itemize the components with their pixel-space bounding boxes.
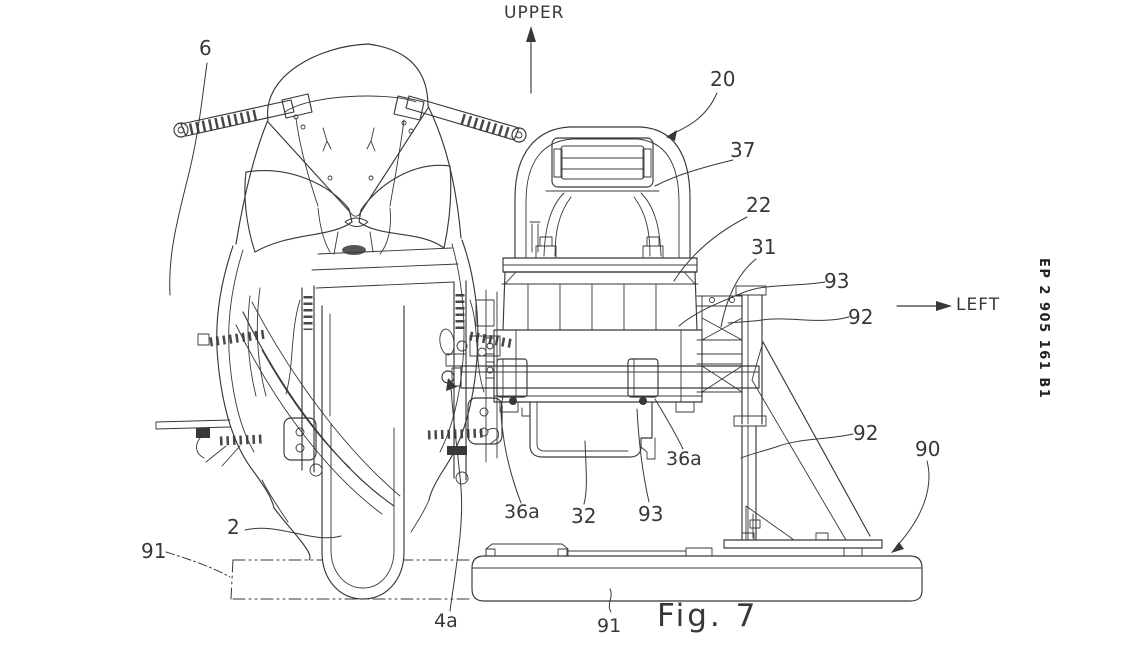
base-plate-drawing [471, 543, 923, 602]
brake-caliper-left [283, 417, 317, 461]
engine-unit-drawing [441, 126, 760, 460]
ref-label-36a-left: 36a [504, 501, 540, 523]
ref-label-93-lower: 93 [638, 502, 664, 526]
ref-label-31: 31 [751, 235, 777, 259]
ref-label-92-lower: 92 [853, 421, 879, 445]
patent-number: EP 2 905 161 B1 [1036, 258, 1051, 400]
left-arrow-icon [896, 301, 952, 311]
base-plate [471, 555, 923, 602]
ref-label-32: 32 [571, 504, 597, 528]
leader-lines [165, 62, 930, 613]
ref-label-92-upper: 92 [848, 305, 874, 329]
front-fender [242, 311, 395, 507]
windscreen [267, 43, 429, 121]
ref-label-20: 20 [710, 67, 736, 91]
ref-label-2: 2 [227, 515, 240, 539]
ref-label-93-upper: 93 [824, 269, 850, 293]
figure-caption: Fig. 7 [657, 598, 759, 634]
ref-label-36a-right: 36a [666, 448, 702, 470]
ref-label-4a: 4a [434, 610, 458, 632]
clamp-36a-right [627, 358, 659, 398]
engine-cover [514, 126, 691, 259]
headlight-left [244, 170, 353, 253]
left-direction-label: LEFT [956, 295, 1001, 315]
ref-label-37: 37 [730, 138, 756, 162]
ref-label-90: 90 [915, 437, 941, 461]
oil-pan [529, 401, 653, 458]
footpeg-left [196, 428, 263, 467]
headlight-right [358, 164, 452, 249]
ref-label-22: 22 [746, 193, 772, 217]
mounting-bar [460, 365, 760, 389]
handlebar-left [173, 93, 319, 207]
handlebar-right [389, 95, 527, 207]
ref-label-6: 6 [199, 36, 212, 60]
upper-direction-label: UPPER [504, 3, 565, 23]
ref-label-91-bottom: 91 [597, 615, 622, 637]
front-wheel [321, 305, 405, 600]
upper-arrow-icon [526, 26, 536, 94]
ref-label-91-left: 91 [141, 539, 167, 563]
clamp-36a-left [496, 358, 528, 398]
